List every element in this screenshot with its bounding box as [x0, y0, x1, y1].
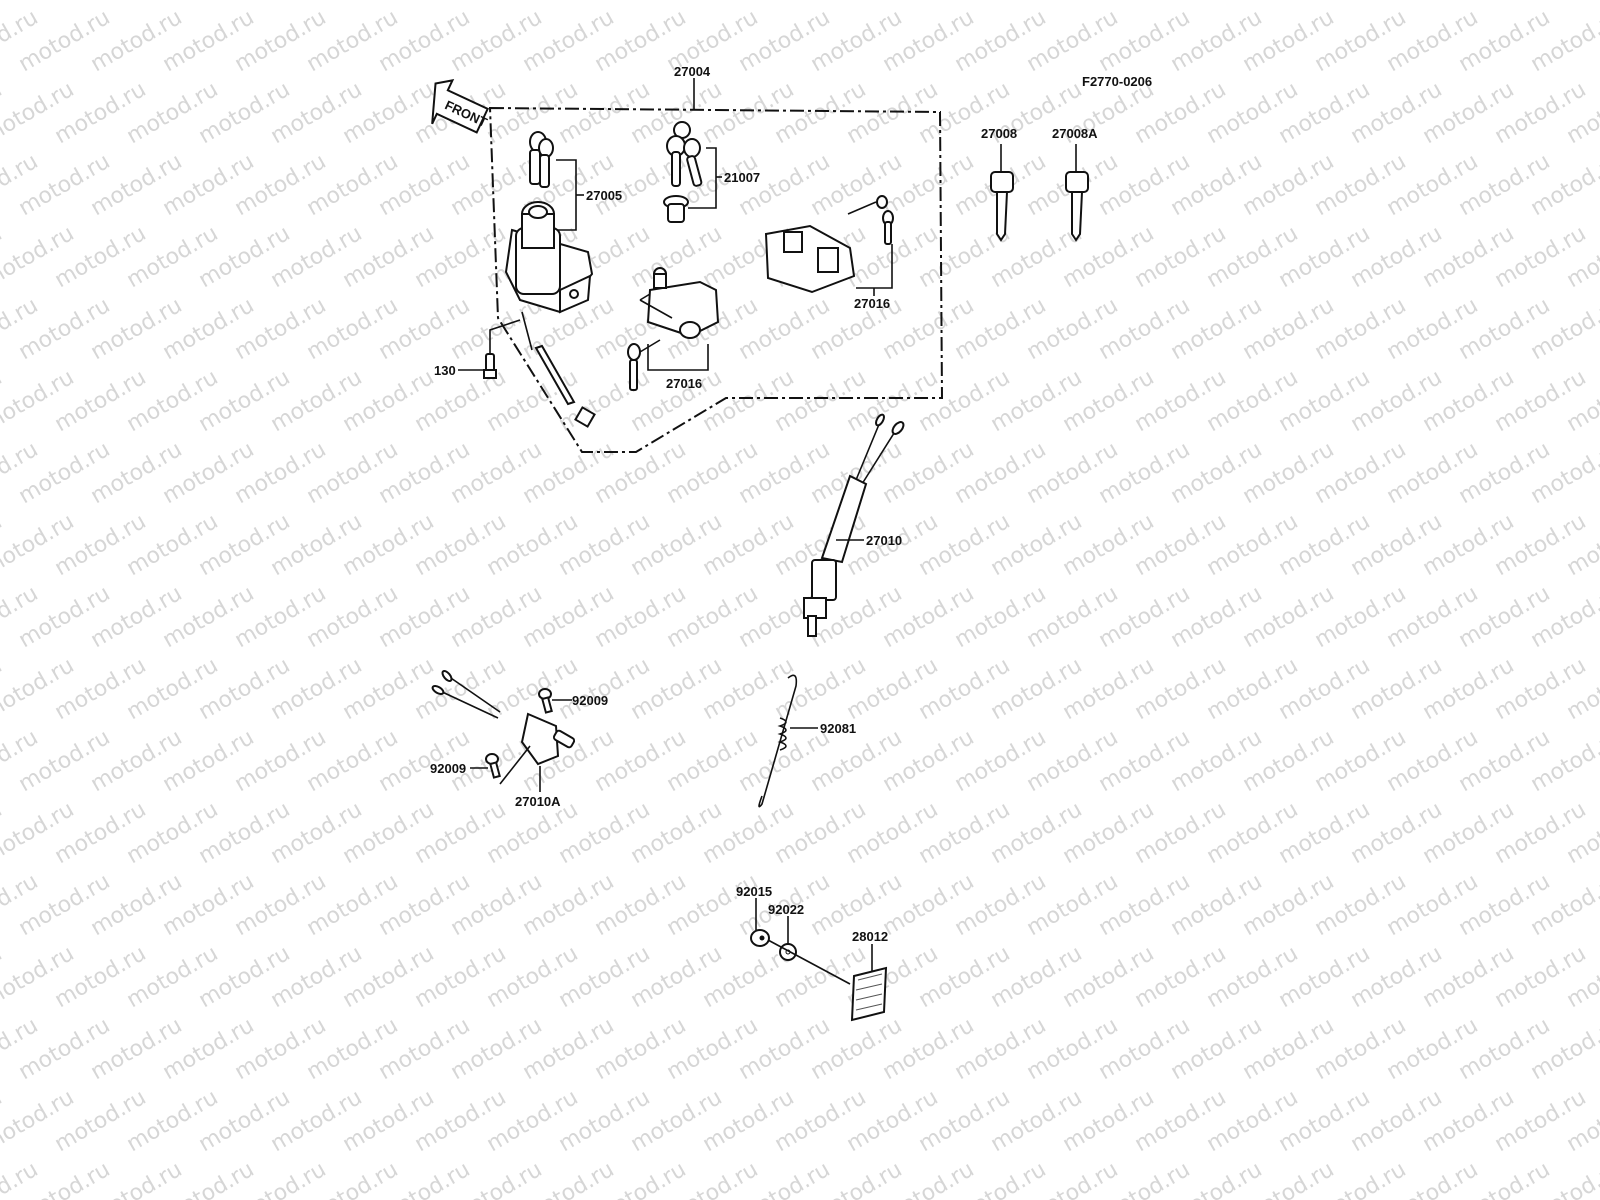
label-27004: 27004	[674, 64, 711, 79]
leader-130	[489, 319, 521, 354]
leader-27016-right	[856, 244, 893, 289]
ignition-switch-icon	[504, 201, 594, 314]
reflector-stud	[767, 939, 851, 985]
brake-switch-icon	[803, 413, 905, 637]
screw-top-icon	[538, 688, 553, 714]
label-27005: 27005	[586, 188, 622, 203]
blank-key-icon	[990, 171, 1014, 242]
label-27016-right: 27016	[854, 296, 890, 311]
front-arrow-icon: FRONT	[431, 78, 490, 134]
label-27008a: 27008A	[1052, 126, 1098, 141]
connector-icon	[574, 406, 596, 428]
figure-code: F2770-0206	[1082, 74, 1152, 89]
ignition-cable	[521, 311, 533, 351]
assembly-boundary	[488, 106, 944, 453]
label-27008: 27008	[981, 126, 1017, 141]
label-27010: 27010	[866, 533, 902, 548]
label-92022: 92022	[768, 902, 804, 917]
leader-27005	[556, 159, 577, 231]
helmet-lock-icon	[764, 224, 856, 294]
nut-icon	[750, 929, 770, 947]
label-92009-top: 92009	[572, 693, 608, 708]
label-21007: 21007	[724, 170, 760, 185]
seat-lock-icon	[639, 267, 720, 339]
switch-a-icon	[431, 670, 576, 766]
key-pair-icon	[666, 121, 703, 187]
label-92081: 92081	[820, 721, 856, 736]
leader-27016-left	[647, 344, 709, 371]
label-27010a: 27010A	[515, 794, 561, 809]
label-27016-left: 27016	[666, 376, 702, 391]
reflector-icon	[850, 966, 888, 1022]
label-92009-bottom: 92009	[430, 761, 466, 776]
blank-key-a-icon	[1065, 171, 1089, 242]
lock-cylinder-icon	[663, 195, 689, 223]
screw-bottom-icon	[485, 753, 501, 779]
seat-lock-key-icon	[627, 339, 661, 391]
washer-icon	[779, 943, 797, 961]
label-130: 130	[434, 363, 456, 378]
leader-21007	[688, 147, 717, 209]
ignition-key-icon	[529, 131, 554, 188]
cable-sleeve	[534, 344, 576, 406]
bolt-icon	[483, 353, 497, 379]
label-92015: 92015	[736, 884, 772, 899]
label-28012: 28012	[852, 929, 888, 944]
spring-icon	[758, 674, 798, 808]
helmet-lock-key-icon	[847, 195, 894, 245]
